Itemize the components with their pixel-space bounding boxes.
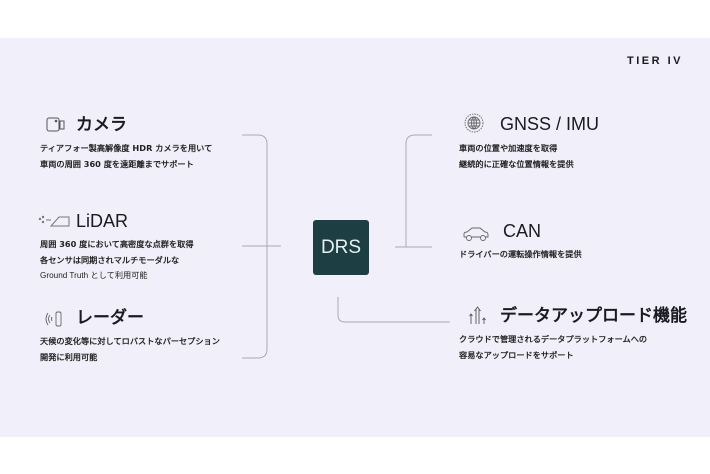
bottom-connector xyxy=(337,297,450,323)
can-title: CAN xyxy=(503,221,542,241)
gnss-title: GNSS / IMU xyxy=(500,114,600,134)
upload-desc: クラウドで管理されるデータプラットフォームへの容易なアップロードをサポート xyxy=(459,334,648,360)
gnss-desc: 車両の位置や加速度を取得継続的に正確な位置情報を提供 xyxy=(459,143,574,169)
radar-desc: 天候の変化等に対してロバストなパーセプション開発に利用可能 xyxy=(40,336,220,362)
lidar-icon xyxy=(38,215,70,227)
upload-icon xyxy=(469,306,486,324)
camera-desc: ティアフォー製高解像度 HDR カメラを用いて車両の周囲 360 度を遠距離まで… xyxy=(40,143,213,169)
right-bracket xyxy=(405,134,432,247)
lidar-title: LiDAR xyxy=(76,211,129,231)
camera-title: カメラ xyxy=(76,115,127,135)
globe-icon xyxy=(464,113,484,133)
can-desc: ドライバーの運転操作情報を提供 xyxy=(459,249,582,259)
car-icon xyxy=(463,227,489,241)
camera-icon xyxy=(46,117,65,132)
upload-title: データアップロード機能 xyxy=(500,306,687,326)
drs-box: DRS xyxy=(313,220,369,275)
radar-title: レーダー xyxy=(76,308,144,328)
radar-icon xyxy=(45,311,62,327)
tier-iv-logo: TIER IV xyxy=(627,55,684,67)
